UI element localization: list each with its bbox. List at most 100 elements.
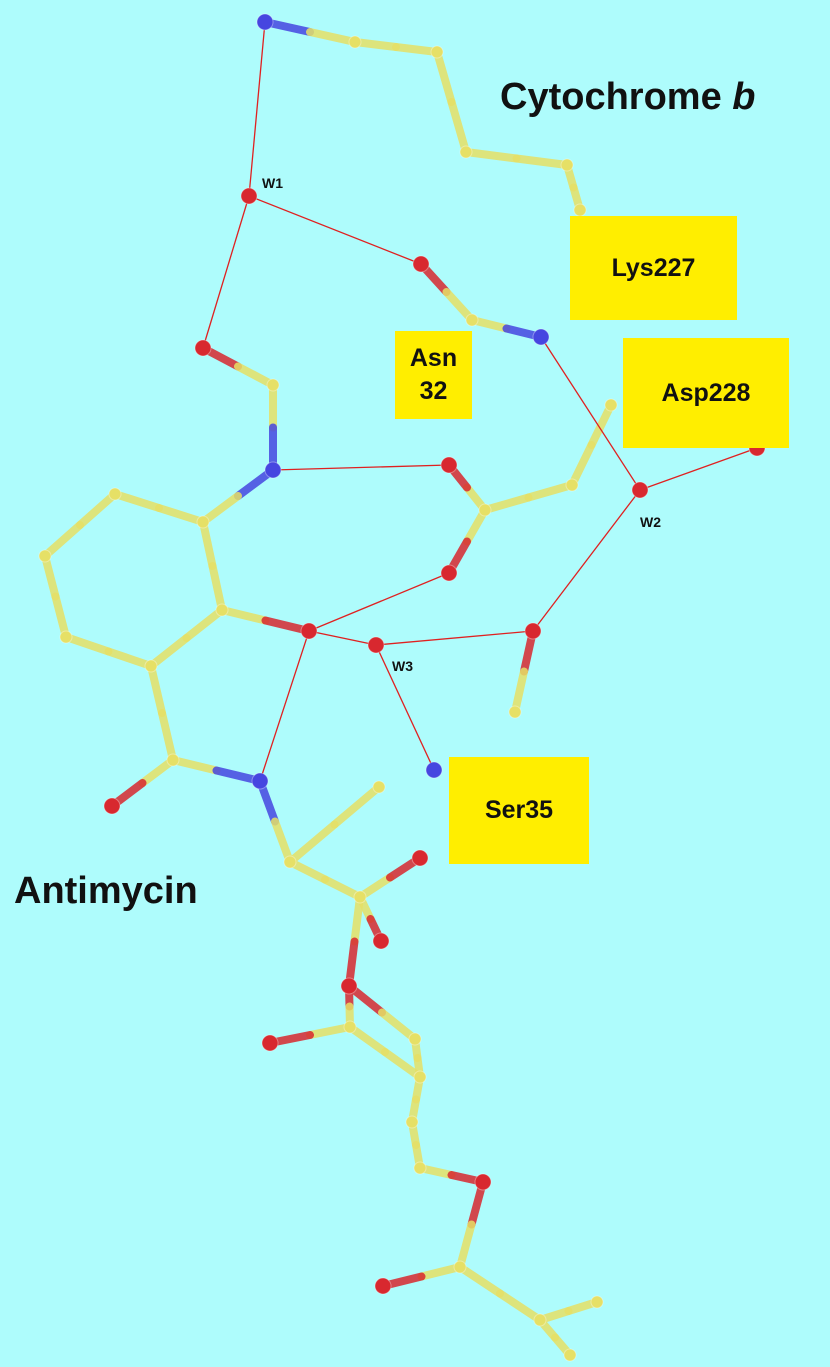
- asn-label-line1: Asn: [409, 344, 458, 372]
- carbon-atom: [560, 158, 574, 172]
- hydrogen-bond: [532, 489, 641, 632]
- carbon-atom: [430, 45, 444, 59]
- bonds: [41, 18, 615, 1359]
- oxygen-atom: [300, 622, 318, 640]
- bond: [511, 667, 528, 716]
- hydrogen-bond: [375, 644, 435, 771]
- hydrogen-bond: [202, 195, 250, 349]
- bond: [111, 490, 163, 512]
- carbon-atom: [563, 1348, 577, 1362]
- bond: [286, 858, 329, 884]
- hydrogen-bond: [540, 336, 641, 491]
- hydrogen-bond: [248, 195, 422, 265]
- carbon-atom: [508, 705, 522, 719]
- bond: [286, 820, 339, 866]
- carbon-atom: [196, 515, 210, 529]
- nitrogen-atom: [264, 461, 282, 479]
- hydrogen-bond: [308, 572, 450, 632]
- carbon-atom: [59, 630, 73, 644]
- bond: [462, 148, 521, 163]
- oxygen-atom: [240, 187, 258, 205]
- carbon-atom: [353, 890, 367, 904]
- oxygen-atom: [440, 564, 458, 582]
- bond: [346, 1023, 389, 1056]
- nitrogen-atom: [256, 13, 274, 31]
- hydrogen-bond: [308, 630, 377, 646]
- residue-label-ser35: Ser35: [449, 757, 589, 864]
- bond: [463, 506, 489, 546]
- atoms: [38, 13, 766, 1362]
- residue-label-lys227: Lys227: [570, 216, 737, 320]
- bond: [62, 633, 113, 656]
- bond: [199, 518, 217, 570]
- bond: [271, 817, 294, 866]
- hydrogen-bond: [259, 630, 310, 782]
- carbon-atom: [38, 549, 52, 563]
- residue-label-asn32: Asn 32: [395, 331, 472, 419]
- hydrogen-bond: [248, 21, 266, 197]
- oxygen-atom: [524, 622, 542, 640]
- water-label-w1: W1: [262, 175, 283, 191]
- carbon-atom: [266, 378, 280, 392]
- bond: [568, 441, 596, 489]
- bond: [512, 154, 571, 169]
- residue-label-asp228: Asp228: [623, 338, 789, 448]
- oxygen-atom: [261, 1034, 279, 1052]
- carbon-atom: [533, 1313, 547, 1327]
- carbon-atom: [604, 398, 618, 412]
- carbon-atom: [108, 487, 122, 501]
- carbon-atom: [348, 35, 362, 49]
- bond: [147, 634, 191, 670]
- cytochrome-title-text: Cytochrome: [500, 76, 733, 118]
- hydrogen-bond: [639, 447, 758, 491]
- bond: [208, 562, 226, 614]
- carbon-atom: [166, 753, 180, 767]
- carbon-atom: [478, 503, 492, 517]
- nitrogen-atom: [532, 328, 550, 346]
- carbon-atom: [459, 145, 473, 159]
- oxygen-atom: [374, 1277, 392, 1295]
- bond: [587, 401, 615, 449]
- bond: [182, 606, 226, 642]
- nitrogen-atom: [425, 761, 443, 779]
- carbon-atom: [573, 203, 587, 217]
- bond: [306, 1023, 354, 1039]
- bond: [138, 756, 177, 787]
- bond: [306, 28, 359, 46]
- carbon-atom: [372, 780, 386, 794]
- oxygen-atom: [474, 1173, 492, 1191]
- hydrogen-bond: [375, 630, 534, 646]
- bond: [41, 552, 60, 601]
- carbon-atom: [283, 855, 297, 869]
- carbon-atom: [465, 313, 479, 327]
- carbon-atom: [453, 1260, 467, 1274]
- bond: [321, 875, 364, 901]
- bond: [378, 1008, 419, 1043]
- antimycin-title: Antimycin: [14, 870, 198, 912]
- bond: [234, 362, 277, 389]
- bond: [147, 662, 166, 717]
- carbon-atom: [215, 603, 229, 617]
- oxygen-atom: [367, 636, 385, 654]
- bond: [104, 647, 155, 670]
- bond: [392, 43, 441, 56]
- bond: [417, 1263, 464, 1281]
- water-label-w3: W3: [392, 658, 413, 674]
- oxygen-atom: [103, 797, 121, 815]
- bond: [218, 606, 270, 625]
- oxygen-atom: [340, 977, 358, 995]
- oxygen-atom: [194, 339, 212, 357]
- oxygen-atom: [631, 481, 649, 499]
- bond: [76, 490, 119, 529]
- oxygen-atom: [412, 255, 430, 273]
- carbon-atom: [413, 1161, 427, 1175]
- hydrogen-bonds: [202, 21, 758, 782]
- asn-label-line2: 32: [419, 377, 448, 405]
- oxygen-atom: [440, 456, 458, 474]
- cytochrome-b-title: Cytochrome b: [500, 76, 756, 119]
- bond: [456, 1220, 476, 1271]
- bond: [350, 893, 364, 946]
- bond: [433, 48, 456, 106]
- carbon-atom: [590, 1295, 604, 1309]
- bond: [158, 709, 177, 764]
